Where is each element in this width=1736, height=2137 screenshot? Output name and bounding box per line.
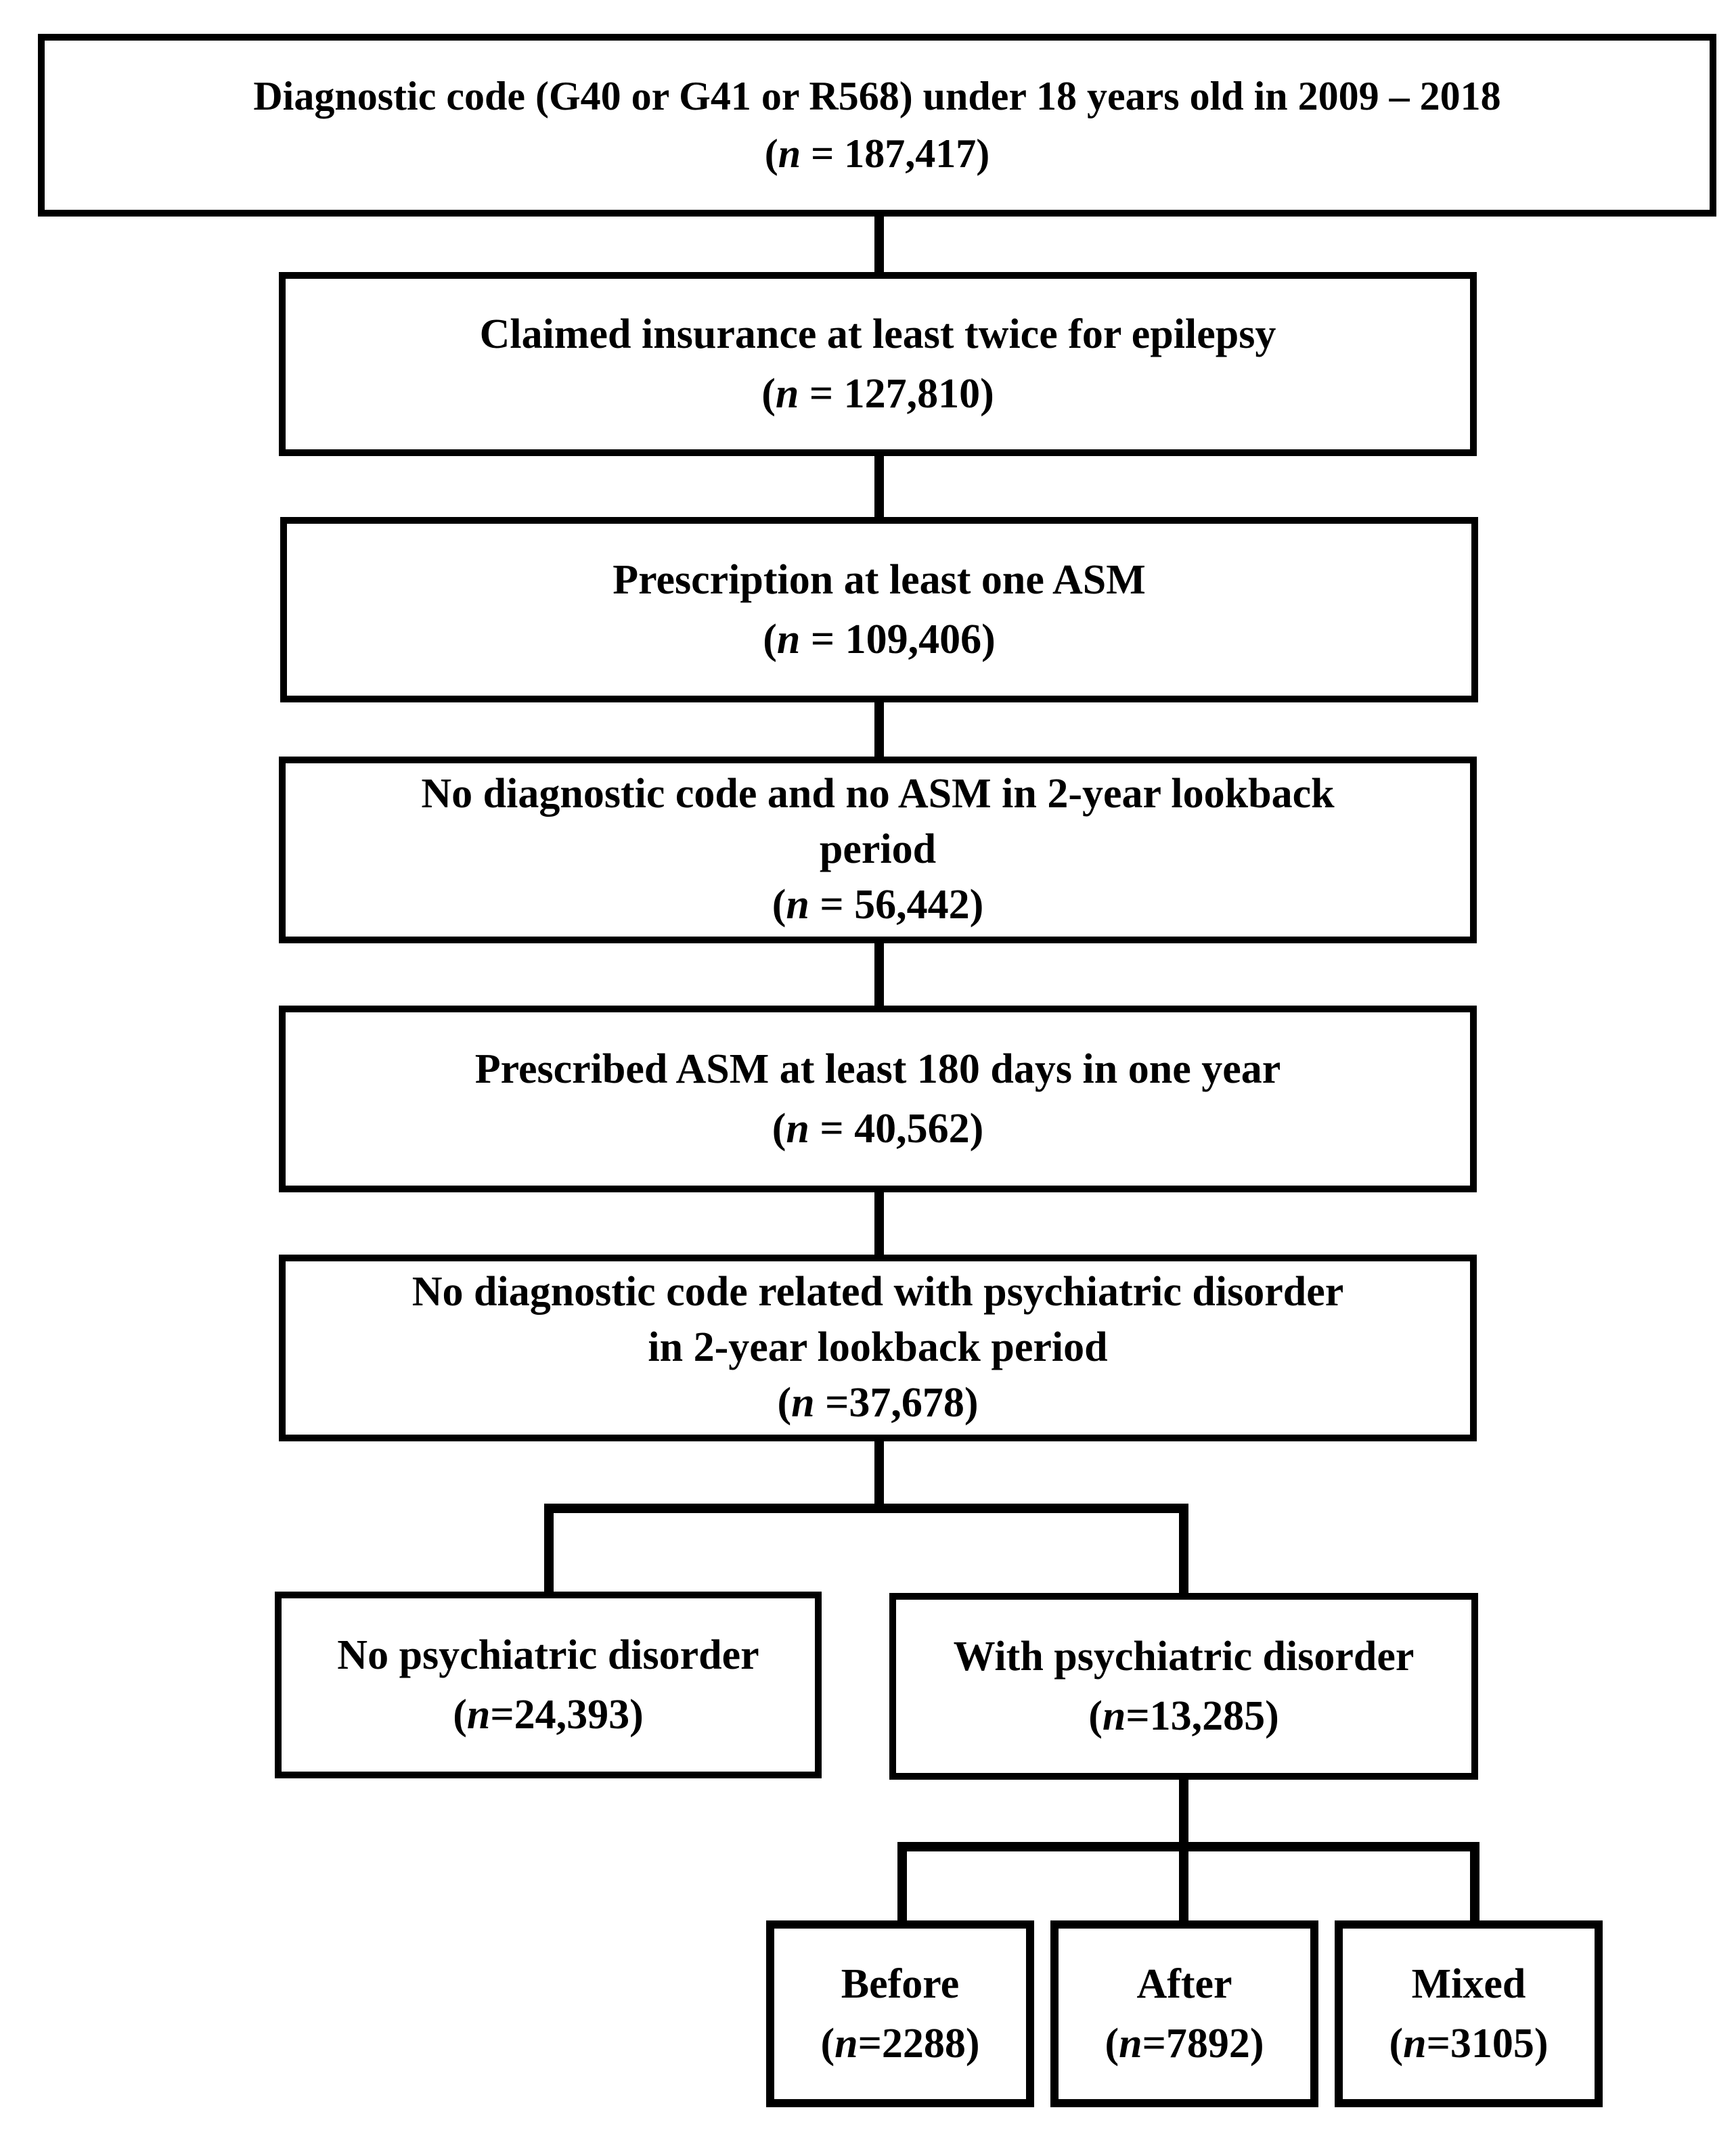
subgroup-mixed: Mixed (n=3105): [1335, 1920, 1603, 2107]
connector-6-split: [874, 1439, 884, 1506]
group-with-psychiatric-disorder: With psychiatric disorder (n=13,285): [889, 1593, 1478, 1780]
sub-left-drop: [897, 1842, 907, 1925]
sub-mid-drop: [1179, 1842, 1188, 1925]
group-count: (n=24,393): [453, 1692, 644, 1738]
subgroup-before: Before (n=2288): [766, 1920, 1034, 2107]
step-count: (n = 127,810): [761, 371, 994, 417]
subgroup-count: (n=2288): [820, 2021, 980, 2067]
connector-2-3: [874, 453, 884, 521]
step-diagnostic-code: Diagnostic code (G40 or G41 or R568) und…: [38, 34, 1716, 217]
sub-right-drop: [1470, 1842, 1479, 1925]
step-label-line-2: period: [819, 826, 937, 873]
step-label: No diagnostic code and no ASM in 2-year …: [421, 771, 1335, 817]
connector-4-5: [874, 941, 884, 1008]
subgroup-after: After (n=7892): [1050, 1920, 1318, 2107]
connector-3-4: [874, 700, 884, 761]
sub-horizontal: [897, 1842, 1479, 1851]
step-label: Prescribed ASM at least 180 days in one …: [474, 1045, 1281, 1092]
step-count: (n =37,678): [777, 1379, 979, 1426]
step-count: (n = 56,442): [772, 881, 984, 928]
step-claimed-insurance: Claimed insurance at least twice for epi…: [279, 272, 1477, 456]
group-no-psychiatric-disorder: No psychiatric disorder (n=24,393): [275, 1592, 822, 1778]
group-label: No psychiatric disorder: [337, 1632, 759, 1678]
step-no-psychiatric-code: No diagnostic code related with psychiat…: [279, 1255, 1477, 1441]
connector-with-to-sub: [1179, 1776, 1188, 1850]
split-horizontal: [544, 1504, 1188, 1513]
subgroup-label: Before: [841, 1960, 960, 2007]
step-label: Diagnostic code (G40 or G41 or R568) und…: [253, 73, 1501, 118]
subgroup-count: (n=3105): [1389, 2021, 1549, 2067]
split-left-drop: [544, 1504, 554, 1596]
step-label-line-2: in 2-year lookback period: [648, 1324, 1108, 1371]
step-count: (n = 187,417): [764, 131, 990, 176]
split-right-drop: [1179, 1504, 1188, 1596]
step-label: No diagnostic code related with psychiat…: [411, 1269, 1344, 1315]
step-label: Claimed insurance at least twice for epi…: [479, 311, 1276, 357]
step-label: Prescription at least one ASM: [613, 556, 1146, 603]
subgroup-label: After: [1136, 1960, 1232, 2007]
group-count: (n=13,285): [1088, 1693, 1279, 1739]
subgroup-label: Mixed: [1411, 1960, 1526, 2007]
connector-1-2: [874, 214, 884, 275]
connector-5-6: [874, 1190, 884, 1257]
step-lookback: No diagnostic code and no ASM in 2-year …: [279, 757, 1477, 943]
step-prescribed-180-days: Prescribed ASM at least 180 days in one …: [279, 1006, 1477, 1192]
group-label: With psychiatric disorder: [953, 1633, 1415, 1680]
step-count: (n = 40,562): [772, 1106, 984, 1152]
step-count: (n = 109,406): [763, 616, 996, 662]
step-prescription: Prescription at least one ASM (n = 109,4…: [280, 517, 1478, 702]
subgroup-count: (n=7892): [1105, 2021, 1264, 2067]
